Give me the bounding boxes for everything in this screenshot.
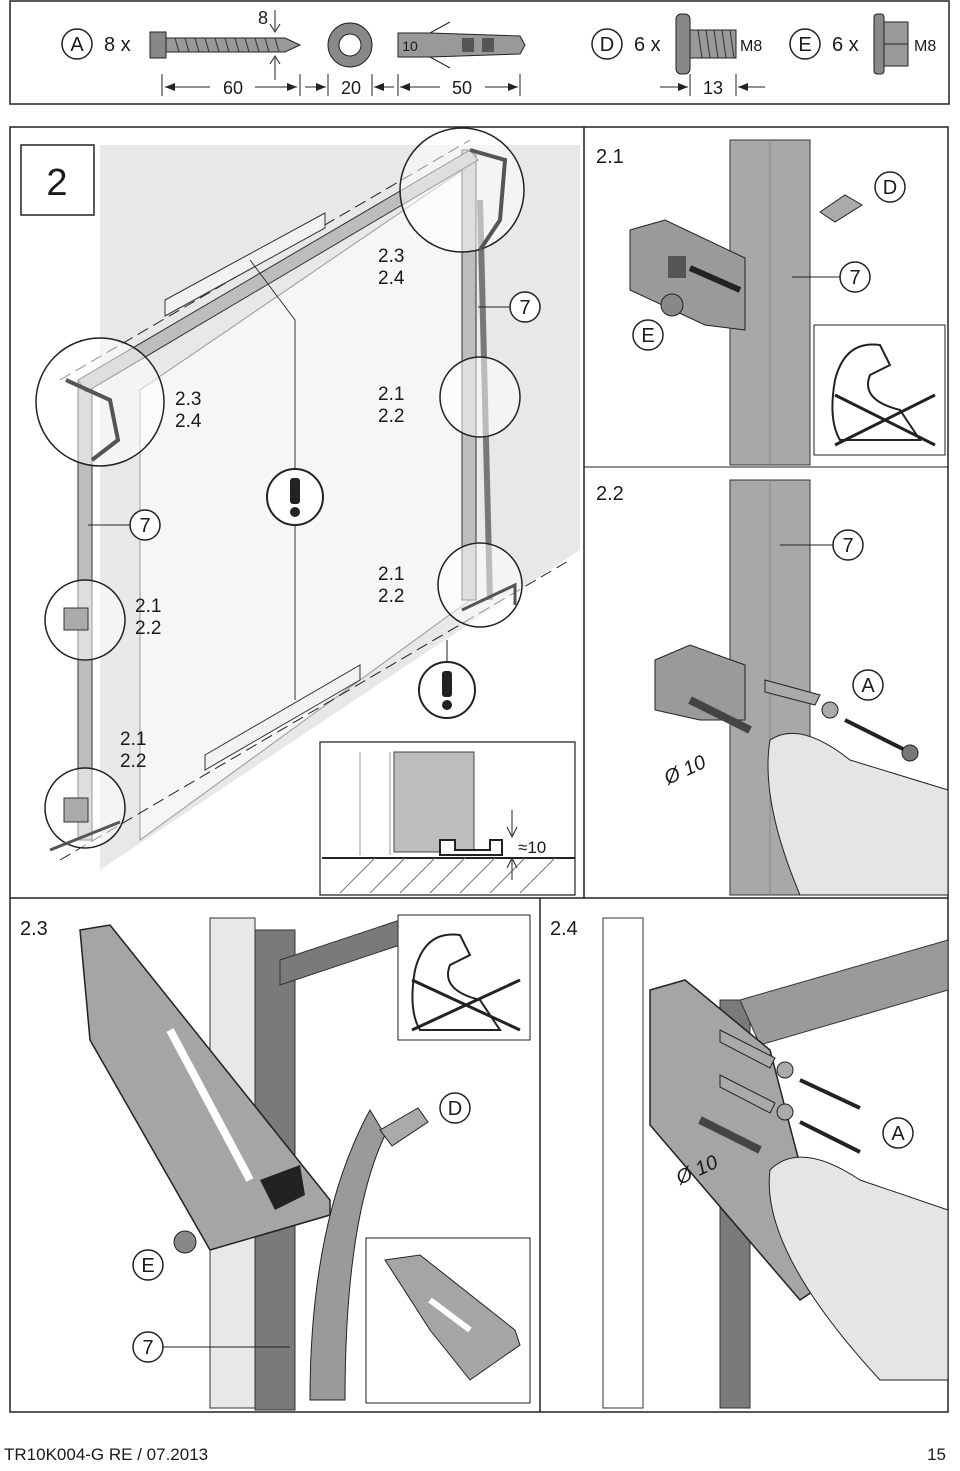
panel-2-2: 2.2 A 7 Ø 10 bbox=[596, 479, 949, 896]
panel-2-3-part-d: D bbox=[448, 1098, 462, 1120]
panel-2-3-part-7: 7 bbox=[142, 1337, 153, 1359]
bolt-length-label: 13 bbox=[703, 78, 723, 98]
parts-legend: A 8 x 8 60 20 10 bbox=[9, 0, 950, 105]
part-d-badge bbox=[591, 28, 623, 60]
detail-circle-right-lower bbox=[437, 542, 523, 628]
step-number: 2 bbox=[46, 162, 67, 204]
flange-nut-icon bbox=[873, 13, 909, 75]
bolt-d-icon-2 bbox=[379, 1107, 429, 1147]
bolt-icon bbox=[675, 13, 737, 75]
washer-label: 20 bbox=[341, 78, 361, 98]
nut-thread-label: M8 bbox=[914, 38, 936, 55]
floor-gap-detail bbox=[319, 741, 576, 896]
screw-icon bbox=[149, 31, 302, 59]
screw-length-label: 60 bbox=[223, 78, 243, 98]
nut-e-icon bbox=[660, 293, 684, 317]
panel-2-2-part-a: A bbox=[861, 675, 875, 697]
panel-2-4: 2.4 A Ø 10 bbox=[550, 917, 949, 1409]
bolt-d-icon bbox=[819, 194, 863, 223]
panel-2-1-part-e: E bbox=[641, 325, 654, 347]
arrow-icon bbox=[260, 1165, 305, 1210]
panel-2-1-part-7: 7 bbox=[849, 267, 860, 289]
no-force-icon-2 bbox=[397, 914, 531, 1041]
no-force-icon bbox=[813, 324, 946, 456]
wall-plug-icon bbox=[397, 21, 526, 69]
panel-2-3-title: 2.3 bbox=[20, 918, 48, 940]
panel-2-1: 2.1 D 7 E bbox=[596, 139, 946, 466]
gap-value: ≈10 bbox=[518, 838, 546, 857]
footer-doc-code: TR10K004-G RE / 07.2013 bbox=[4, 1445, 209, 1464]
panel-2-4-title: 2.4 bbox=[550, 918, 578, 940]
screw-dim-label: 8 bbox=[258, 8, 268, 28]
warning-icon-2 bbox=[418, 661, 476, 719]
panel-2-2-part-7: 7 bbox=[842, 535, 853, 557]
detail-circle-right-upper bbox=[439, 356, 521, 438]
detail-circle-top-left bbox=[35, 337, 165, 467]
nut-e-icon-2 bbox=[173, 1230, 197, 1254]
plug-diameter-label: 10 bbox=[402, 38, 418, 54]
bolt-thread-label: M8 bbox=[740, 38, 762, 55]
part-e-letter: E bbox=[798, 34, 811, 56]
frame-part-callout-left: 7 bbox=[139, 515, 150, 537]
part-a-letter: A bbox=[70, 34, 84, 56]
part-a-qty: 8 x bbox=[104, 34, 131, 56]
washer-icon bbox=[327, 22, 373, 68]
plug-length-label: 50 bbox=[452, 78, 472, 98]
panel-2-3: 2.3 D E 7 bbox=[20, 914, 531, 1411]
manual-page: A 8 x 8 60 20 10 bbox=[9, 0, 950, 1413]
frame-part-callout: 7 bbox=[519, 297, 530, 319]
warning-icon bbox=[266, 468, 324, 526]
part-e-qty: 6 x bbox=[832, 34, 859, 56]
panel-2-3-part-e: E bbox=[141, 1255, 154, 1277]
panel-2-1-title: 2.1 bbox=[596, 146, 624, 168]
part-d-letter: D bbox=[600, 34, 614, 56]
panel-2-2-drill: Ø 10 bbox=[660, 751, 710, 790]
part-e-badge bbox=[789, 28, 821, 60]
footer-page-number: 15 bbox=[927, 1445, 946, 1464]
part-a-badge bbox=[61, 28, 93, 60]
panel-2-2-title: 2.2 bbox=[596, 483, 624, 505]
panel-2-1-part-d: D bbox=[883, 177, 897, 199]
part-d-qty: 6 x bbox=[634, 34, 661, 56]
panel-2-4-part-a: A bbox=[891, 1123, 905, 1145]
detail-circle-top-right bbox=[399, 127, 525, 253]
